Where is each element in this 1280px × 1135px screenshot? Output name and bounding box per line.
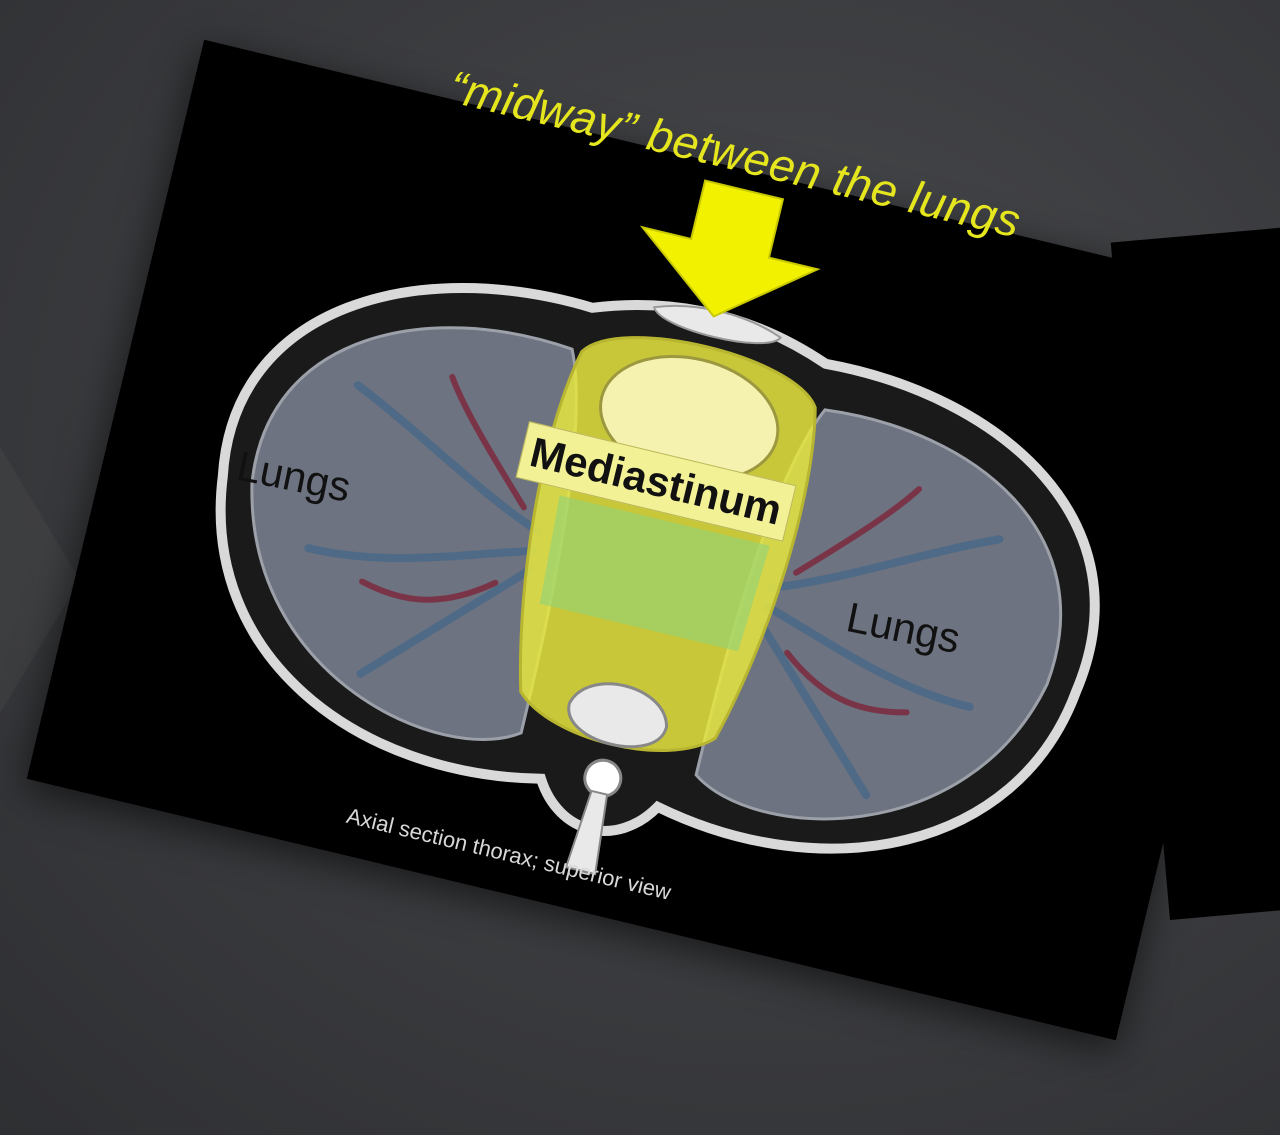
- slide: “midway” between the lungs Mediastinum L…: [27, 40, 1280, 1040]
